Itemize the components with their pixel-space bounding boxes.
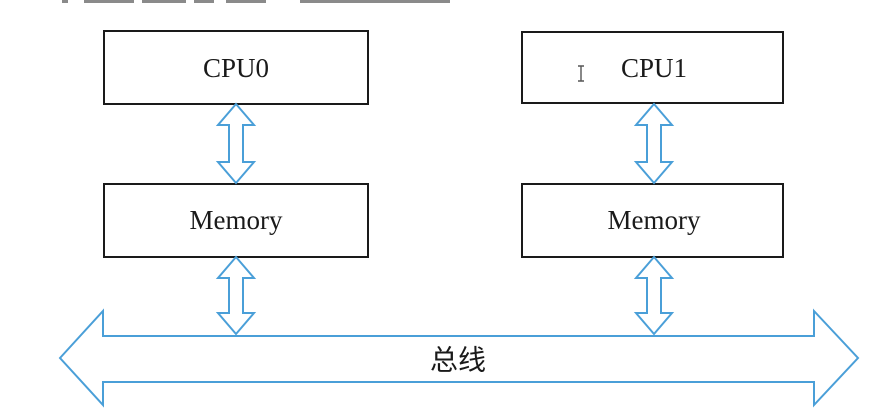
memory0-box: Memory [103, 183, 369, 258]
cpu1-label: CPU1 [621, 53, 687, 83]
memory1-bus-arrow [633, 255, 675, 336]
cpu1-memory1-arrow [633, 102, 675, 185]
bus-label: 总线 [430, 344, 486, 377]
cpu1-box: CPU1 [521, 31, 784, 104]
cpu0-memory0-arrow [215, 102, 257, 185]
memory1-box: Memory [521, 183, 784, 258]
cropped-caption-fragment [62, 0, 450, 3]
cpu0-label: CPU0 [203, 53, 269, 83]
cpu0-box: CPU0 [103, 30, 369, 105]
memory0-label: Memory [190, 205, 283, 235]
text-cursor-icon [578, 65, 584, 82]
memory0-bus-arrow [215, 255, 257, 336]
memory1-label: Memory [608, 205, 701, 235]
bus-arrow [58, 308, 860, 408]
